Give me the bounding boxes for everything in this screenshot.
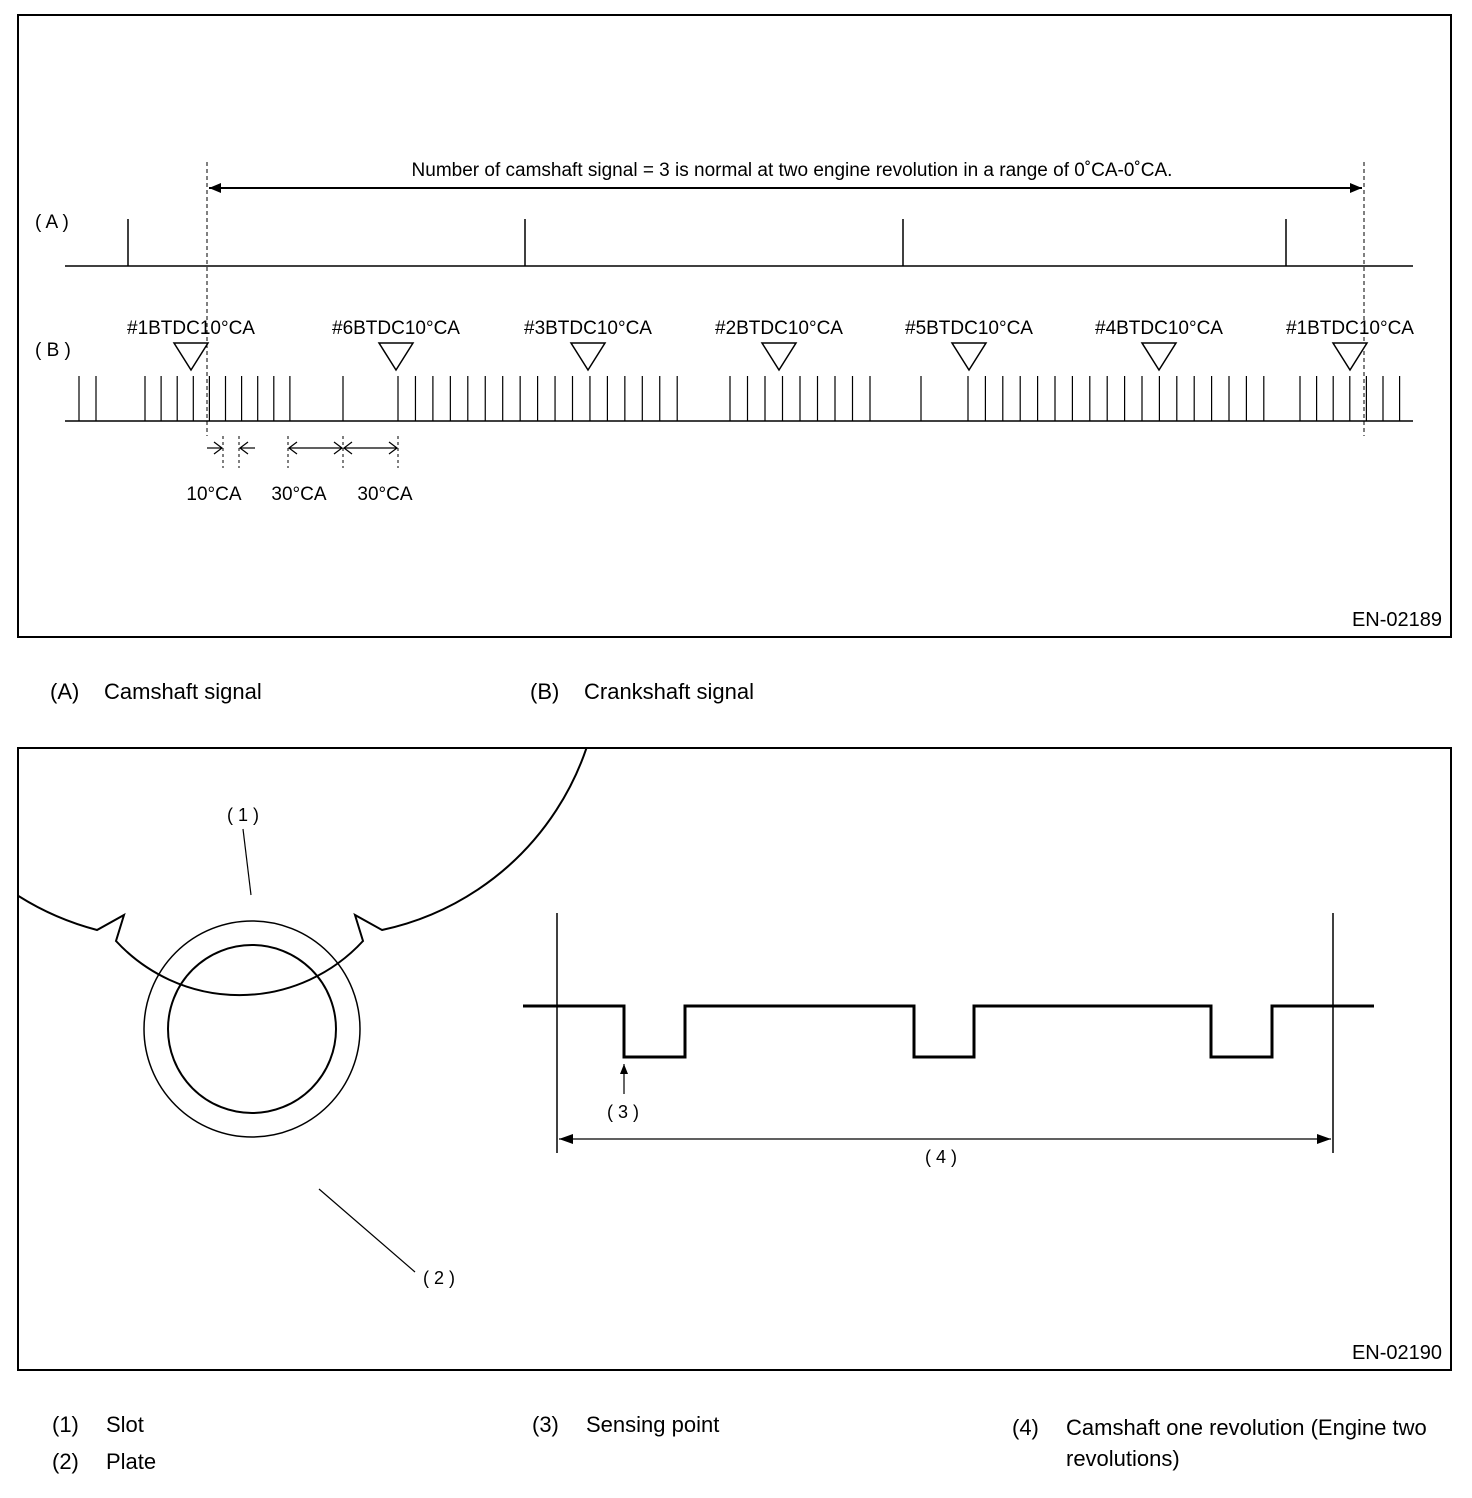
dim-label-30ca-a: 30°CA <box>271 484 326 505</box>
crankshaft-teeth <box>78 376 1401 421</box>
legend-text: Plate <box>106 1449 157 1474</box>
legend-item-4: (4)Camshaft one revolution (Engine two r… <box>1012 1412 1446 1474</box>
tdc-marker-1 <box>172 342 210 372</box>
camshaft-pulses <box>127 219 1287 266</box>
dim-label-10ca: 10°CA <box>186 484 241 505</box>
legend-item-1: (1)Slot <box>52 1412 144 1437</box>
dim-label-30ca-b: 30°CA <box>357 484 412 505</box>
legend-text: Sensing point <box>586 1412 720 1437</box>
row-b-label: ( B ) <box>35 340 71 361</box>
legend-item-a: (A)Camshaft signal <box>50 679 262 704</box>
camshaft-plate-figure: ( 1 ) ( 2 ) ( 3 ) ( 4 ) EN-02190 <box>17 747 1452 1371</box>
camshaft-plate-diagram: ( 1 ) ( 2 ) ( 3 ) ( 4 ) <box>19 749 1374 1288</box>
tdc-label-1: #1BTDC10°CA <box>127 318 255 339</box>
callout-2-leader <box>318 1188 416 1273</box>
legend-item-b: (B)Crankshaft signal <box>530 679 754 704</box>
tdc-marker-2 <box>377 342 415 372</box>
callout-4: ( 4 ) <box>925 1147 957 1167</box>
tdc-label-6: #4BTDC10°CA <box>1095 318 1223 339</box>
callout-2: ( 2 ) <box>423 1268 455 1288</box>
legend-item-3: (3)Sensing point <box>532 1412 720 1437</box>
tdc-marker-4 <box>760 342 798 372</box>
tdc-marker-3 <box>569 342 607 372</box>
callout-1-leader <box>242 828 252 896</box>
tdc-marker-6 <box>1140 342 1178 372</box>
legend-text: Crankshaft signal <box>584 679 754 704</box>
figure-code: EN-02190 <box>1351 1342 1442 1364</box>
legend-item-2: (2)Plate <box>52 1449 157 1474</box>
tdc-label-3: #3BTDC10°CA <box>524 318 652 339</box>
tdc-label-7: #1BTDC10°CA <box>1286 318 1414 339</box>
figure-code: EN-02189 <box>1351 609 1442 631</box>
callout-1: ( 1 ) <box>227 805 259 825</box>
legend-text: Camshaft signal <box>104 679 262 704</box>
tdc-marker-7 <box>1331 342 1369 372</box>
signal-timing-diagram: Number of camshaft signal = 3 is normal … <box>35 160 1414 505</box>
tdc-label-5: #5BTDC10°CA <box>905 318 1033 339</box>
tdc-marker-5 <box>950 342 988 372</box>
plate-inner-ring <box>143 920 361 1138</box>
callout-3: ( 3 ) <box>607 1102 639 1122</box>
signal-timing-figure: Number of camshaft signal = 3 is normal … <box>17 14 1452 638</box>
legend-text: Camshaft one revolution (Engine two revo… <box>1066 1415 1427 1471</box>
plate-outline <box>19 749 588 997</box>
tdc-label-4: #2BTDC10°CA <box>715 318 843 339</box>
dimension-annotations <box>207 436 399 468</box>
row-a-label: ( A ) <box>35 212 69 233</box>
tdc-label-2: #6BTDC10°CA <box>332 318 460 339</box>
legend-text: Slot <box>106 1412 144 1437</box>
range-note: Number of camshaft signal = 3 is normal … <box>412 160 1173 181</box>
camshaft-waveform <box>523 1004 1374 1059</box>
tdc-markers: #1BTDC10°CA #6BTDC10°CA #3BTDC10°CA #2BTDC1… <box>127 318 1414 372</box>
plate-hub <box>167 944 337 1114</box>
